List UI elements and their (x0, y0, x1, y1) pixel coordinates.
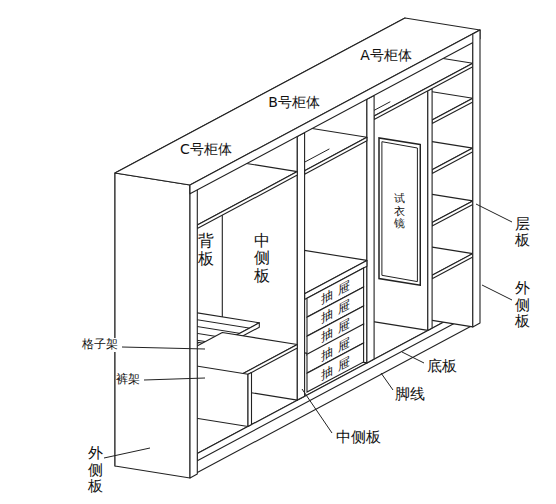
shelf-board (432, 254, 473, 279)
part-label: 背板 (198, 232, 214, 267)
leader-line (302, 389, 332, 433)
leader-lines (104, 204, 512, 458)
shelf-board (432, 98, 473, 123)
leader-line (476, 204, 512, 222)
part-label: 层板 (515, 216, 530, 249)
shelf-board (432, 201, 473, 226)
middle-side-panel (367, 95, 374, 363)
outer-side-panel (473, 30, 480, 327)
mirror-label: 试衣镜 (394, 193, 405, 229)
part-label: 脚线 (395, 386, 425, 403)
middle-side-panel (297, 133, 304, 401)
inner-divider (428, 88, 432, 330)
outer-side-panel (115, 173, 190, 478)
leader-line (104, 448, 150, 458)
shelf-board (305, 137, 367, 174)
part-label: 中侧板 (254, 232, 270, 285)
drawer-front: 抽屉 (306, 342, 365, 393)
fitting-mirror-border (379, 138, 420, 285)
part-label: 格子架 (82, 338, 118, 351)
drawer-front-border (307, 343, 364, 392)
leader-line (402, 352, 424, 363)
inner-divider (248, 373, 252, 427)
part-label: 裤架 (116, 373, 140, 386)
cabinet-label: B号柜体 (268, 95, 320, 110)
shelf-board (432, 148, 473, 173)
cabinet-body (115, 18, 480, 478)
leader-line (144, 378, 205, 380)
top-board (115, 18, 480, 185)
part-label: 外侧板 (88, 445, 103, 495)
cabinet-label: A号柜体 (360, 48, 412, 63)
cabinet-label: C号柜体 (180, 142, 232, 157)
top-board (190, 30, 480, 194)
fitting-mirror: 试衣镜 (378, 137, 421, 286)
part-label: 底板 (427, 358, 457, 375)
part-label: 中侧板 (336, 429, 381, 446)
leader-line (122, 347, 205, 349)
leader-line (482, 285, 512, 300)
part-label: 外侧板 (515, 280, 530, 330)
outer-side-panel (190, 181, 197, 478)
mirror-frame (382, 142, 418, 282)
leader-line (381, 373, 393, 390)
